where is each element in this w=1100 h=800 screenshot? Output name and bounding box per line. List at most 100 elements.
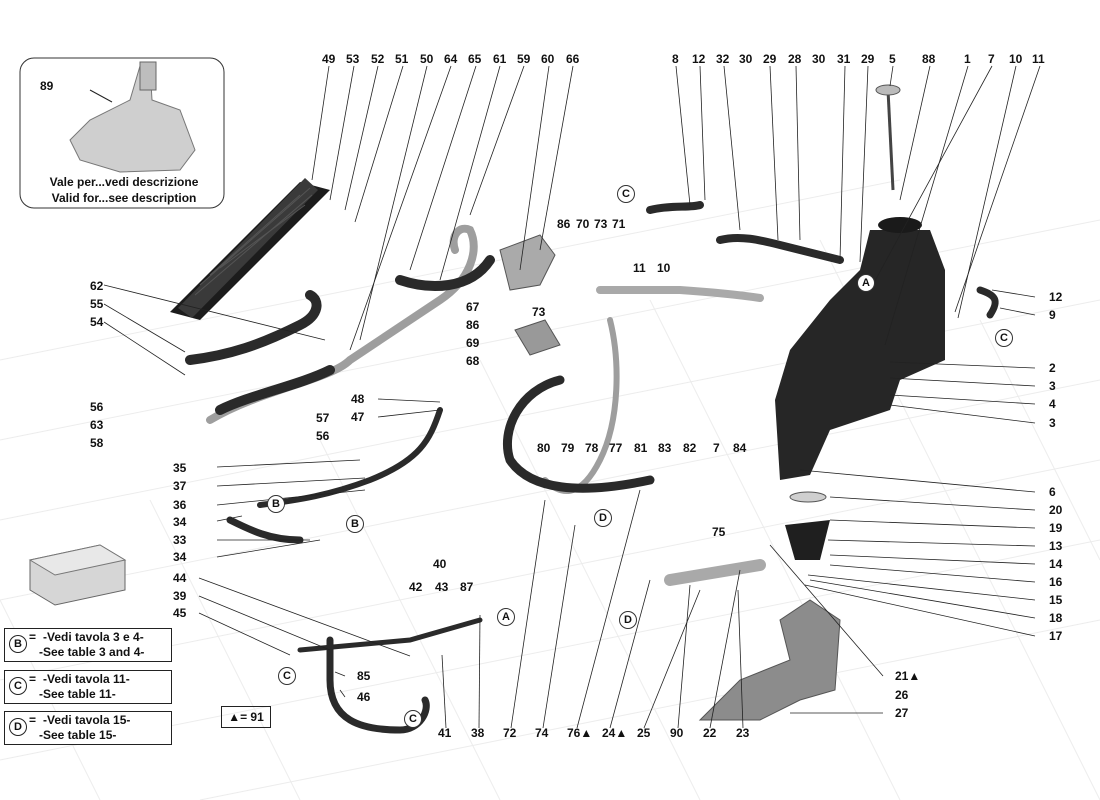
inset-caption: Vale per...vedi descrizione Valid for...…	[24, 174, 224, 206]
callout-top: 7	[988, 52, 995, 66]
callout-3: 3	[1049, 379, 1056, 393]
callout-top: 11	[1032, 52, 1045, 66]
callout-35: 35	[173, 461, 187, 475]
callout-43: 43	[435, 580, 449, 594]
callout-57: 57	[316, 411, 330, 425]
ref-circle-c: C	[995, 329, 1013, 347]
callout-87: 87	[460, 580, 474, 594]
ref-circle-b: B	[346, 515, 364, 533]
callout-15: 15	[1049, 593, 1063, 607]
legend-symbol: D	[9, 718, 27, 736]
callout-bottom: 23	[736, 726, 750, 740]
callout-16: 16	[1049, 575, 1063, 589]
callout-bottom: 72	[503, 726, 517, 740]
ref-circle-c: C	[278, 667, 296, 685]
callout-45: 45	[173, 606, 187, 620]
callout-56: 56	[90, 400, 104, 414]
callout-34: 34	[173, 550, 187, 564]
inset-panel	[19, 57, 225, 209]
callout-75: 75	[712, 525, 726, 539]
legend-symbol: B	[9, 635, 27, 653]
callout-10: 10	[657, 261, 671, 275]
callout-63: 63	[90, 418, 104, 432]
callout-18: 18	[1049, 611, 1063, 625]
callout-top: 30	[739, 52, 753, 66]
legend-box-d: D = -Vedi tavola 15- -See table 15-	[4, 711, 172, 745]
callout-86: 86	[557, 217, 571, 231]
callout-top: 5	[889, 52, 896, 66]
callout-top: 65	[468, 52, 482, 66]
oil-cooler	[28, 544, 127, 606]
callout-27: 27	[895, 706, 909, 720]
callout-46: 46	[357, 690, 371, 704]
ref-circle-c: C	[617, 185, 635, 203]
callout-40: 40	[433, 557, 447, 571]
callout-top: 52	[371, 52, 385, 66]
legend-box-c: C = -Vedi tavola 11- -See table 11-	[4, 670, 172, 704]
callout-bottom: 74	[535, 726, 549, 740]
callout-62: 62	[90, 279, 104, 293]
callout-top: 29	[861, 52, 875, 66]
ref-circle-b: B	[267, 495, 285, 513]
callout-14: 14	[1049, 557, 1063, 571]
callout-top: 60	[541, 52, 555, 66]
callout-34: 34	[173, 515, 187, 529]
callout-4: 4	[1049, 397, 1056, 411]
ref-circle-d: D	[594, 509, 612, 527]
callout-top: 88	[922, 52, 936, 66]
callout-top: 66	[566, 52, 580, 66]
ref-circle-d: D	[619, 611, 637, 629]
callout-3: 3	[1049, 416, 1056, 430]
callout-top: 51	[395, 52, 409, 66]
callout-39: 39	[173, 589, 187, 603]
callout-bottom: 24▲	[602, 726, 628, 740]
callout-top: 28	[788, 52, 802, 66]
callout-top: 32	[716, 52, 730, 66]
callout-86: 86	[466, 318, 480, 332]
inset-caption-english: Valid for...see description	[51, 191, 197, 205]
callout-73: 73	[594, 217, 608, 231]
callout-top: 1	[964, 52, 971, 66]
heat-shield	[698, 599, 841, 721]
legend-line-italian: -Vedi tavola 3 e 4-	[43, 630, 144, 644]
callout-top: 31	[837, 52, 851, 66]
callout-48: 48	[351, 392, 365, 406]
legend-line-english: -See table 11-	[39, 687, 116, 701]
callout-top: 59	[517, 52, 531, 66]
thermostat-housing	[499, 234, 561, 356]
callout-19: 19	[1049, 521, 1063, 535]
radiator	[170, 178, 330, 320]
callout-77: 77	[609, 441, 623, 455]
callout-68: 68	[466, 354, 480, 368]
callout-top: 50	[420, 52, 434, 66]
callout-79: 79	[561, 441, 575, 455]
legend-symbol: C	[9, 677, 27, 695]
callout-67: 67	[466, 300, 480, 314]
callout-top: 10	[1009, 52, 1023, 66]
callout-26: 26	[895, 688, 909, 702]
callout-bottom: 76▲	[567, 726, 593, 740]
callout-56: 56	[316, 429, 330, 443]
callout-top: 8	[672, 52, 679, 66]
callout-85: 85	[357, 669, 371, 683]
legend-line-italian: -Vedi tavola 15-	[43, 713, 131, 727]
callout-20: 20	[1049, 503, 1063, 517]
callout-top: 53	[346, 52, 360, 66]
callout-89: 89	[40, 79, 54, 93]
callout-73: 73	[532, 305, 546, 319]
callout-82: 82	[683, 441, 697, 455]
callout-top: 64	[444, 52, 458, 66]
legend-box-b: B = -Vedi tavola 3 e 4- -See table 3 and…	[4, 628, 172, 662]
callout-2: 2	[1049, 361, 1056, 375]
ref-circle-a: A	[497, 608, 515, 626]
ref-circle-a: A	[857, 274, 875, 292]
callout-top: 49	[322, 52, 336, 66]
callout-84: 84	[733, 441, 747, 455]
callout-83: 83	[658, 441, 672, 455]
callout-69: 69	[466, 336, 480, 350]
callout-21: 21▲	[895, 669, 921, 683]
callout-6: 6	[1049, 485, 1056, 499]
callout-70: 70	[576, 217, 590, 231]
callout-bottom: 22	[703, 726, 717, 740]
